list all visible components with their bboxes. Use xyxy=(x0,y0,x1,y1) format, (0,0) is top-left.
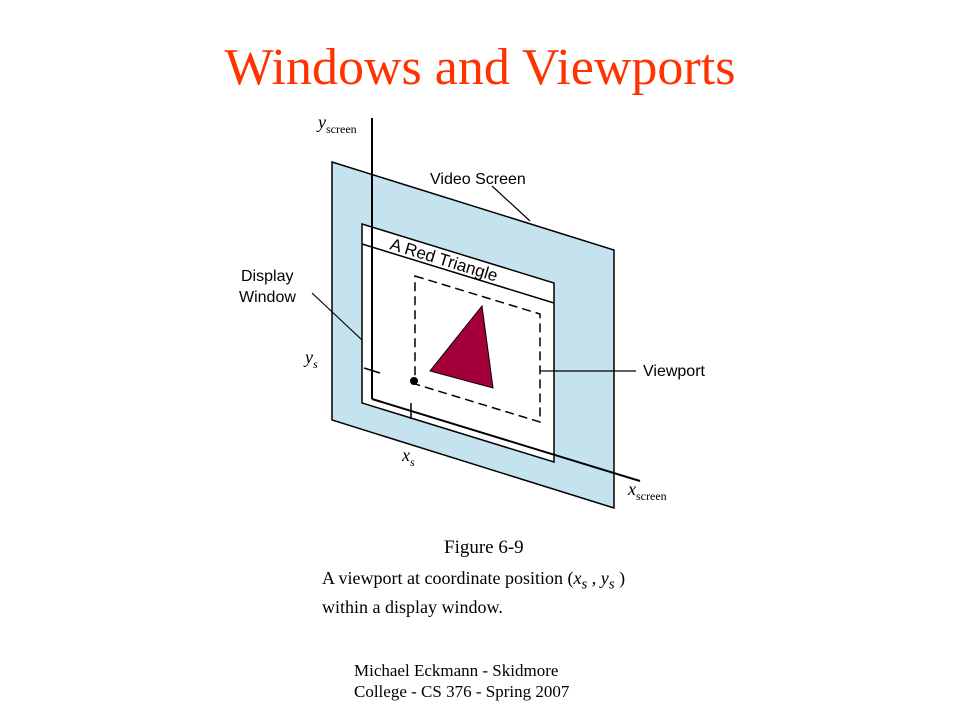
slide-footer: Michael Eckmann - Skidmore College - CS … xyxy=(354,660,569,702)
slide-title: Windows and Viewports xyxy=(224,39,736,96)
red-triangle xyxy=(429,304,494,389)
x-screen-label: xscreen xyxy=(627,479,667,503)
footer-line1: Michael Eckmann - Skidmore xyxy=(354,661,559,680)
figure-number: Figure 6-9 xyxy=(444,537,524,558)
window-titlebar-line xyxy=(361,243,555,304)
caption-line2: within a display window. xyxy=(322,596,503,617)
figure-description: A viewport at coordinate position (xs , … xyxy=(322,567,625,618)
xs-label: xs xyxy=(401,445,415,469)
caption-y: ys xyxy=(600,568,615,593)
display-window-leader xyxy=(311,292,363,341)
caption-x: xs xyxy=(573,568,588,593)
ys-label: ys xyxy=(303,347,318,371)
display-window-label-line2: Window xyxy=(239,289,296,306)
caption-prefix: A viewport at coordinate position ( xyxy=(322,568,574,588)
ys-tick xyxy=(363,367,381,374)
x-screen-axis xyxy=(371,398,641,482)
footer-line2: College - CS 376 - Spring 2007 xyxy=(354,682,570,701)
video-screen-label: Video Screen xyxy=(430,171,526,188)
video-screen-leader xyxy=(491,185,531,222)
viewport-box xyxy=(414,274,541,424)
caption-suffix: ) xyxy=(614,568,626,588)
viewport-label: Viewport xyxy=(643,363,706,380)
y-screen-label: yscreen xyxy=(316,112,357,136)
caption-separator: , xyxy=(587,568,601,588)
display-window-label-line1: Display xyxy=(241,268,293,285)
viewport-origin-dot xyxy=(410,377,418,385)
